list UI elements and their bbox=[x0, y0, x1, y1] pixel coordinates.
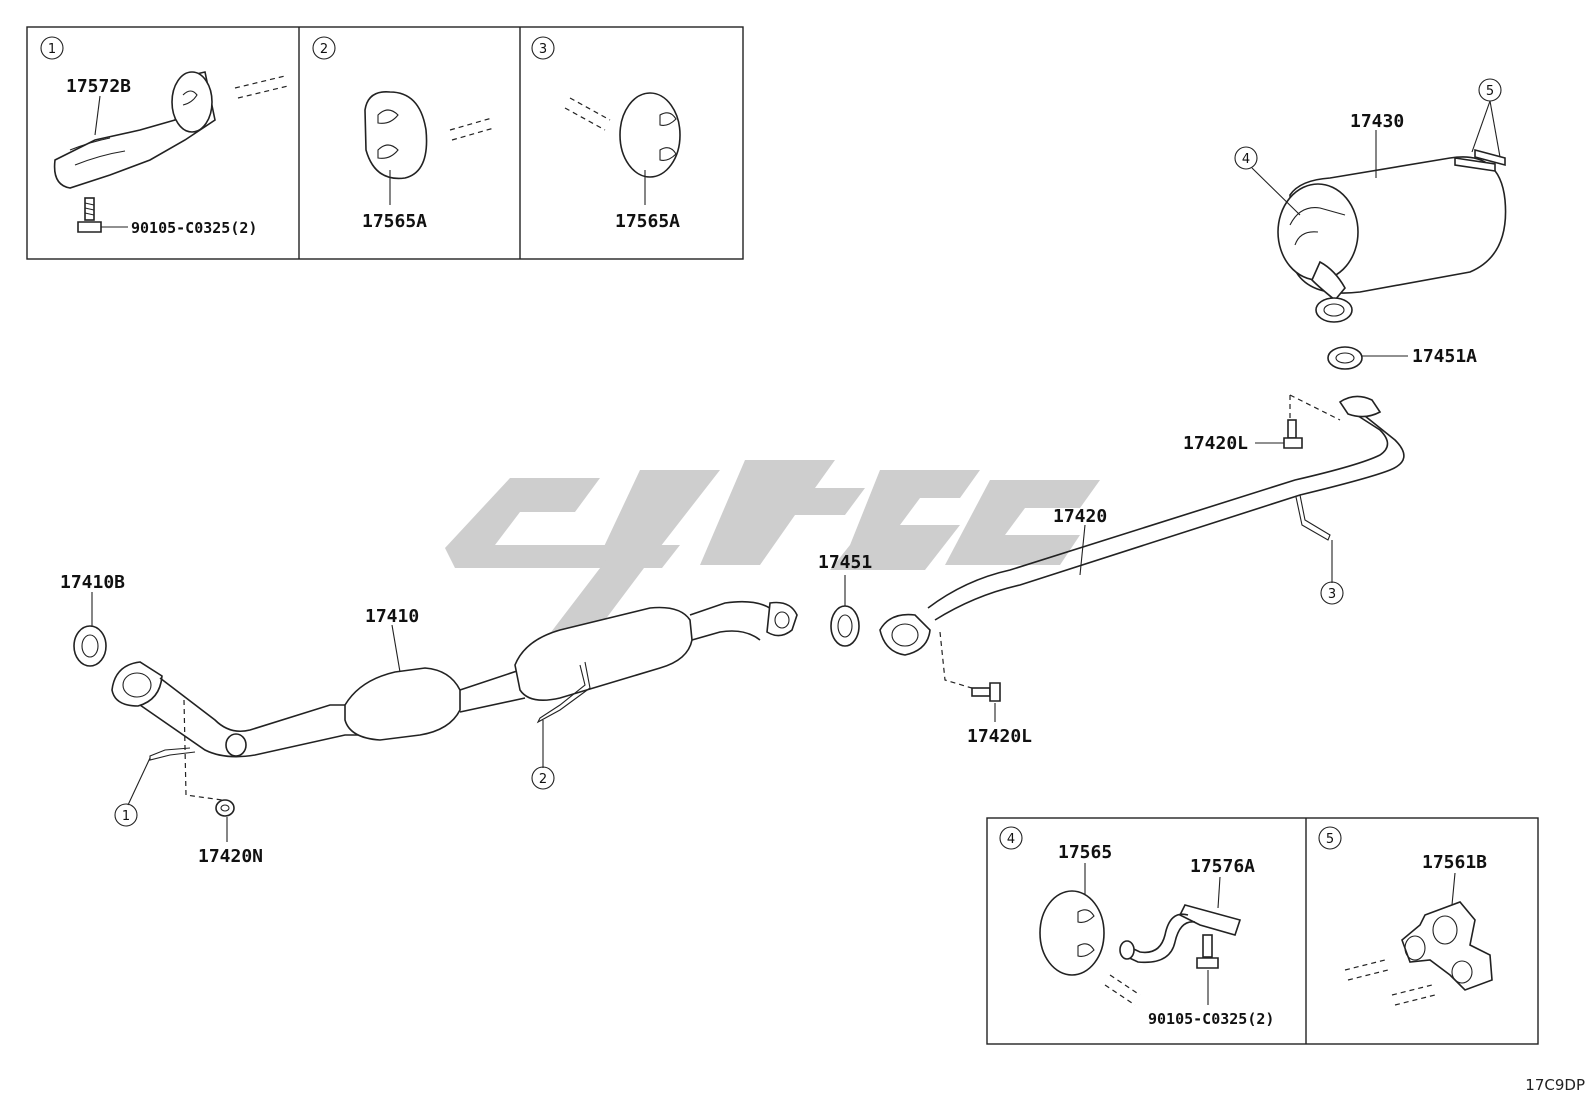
part-label: 17410B bbox=[60, 572, 125, 593]
inset-3: 3 17565A bbox=[531, 36, 681, 232]
part-label: 17561B bbox=[1422, 852, 1487, 873]
part-label: 17420N bbox=[198, 846, 263, 867]
part-label: 17451 bbox=[818, 552, 872, 573]
rubber-hanger-icon bbox=[1401, 901, 1493, 991]
part-label: 90105-C0325(2) bbox=[1148, 1010, 1274, 1028]
callout-number: 2 bbox=[320, 42, 328, 57]
inset-4: 4 17565 17576A 90105-C0325(2) bbox=[999, 826, 1274, 1028]
callout-marker bbox=[1320, 581, 1344, 605]
bracket-icon bbox=[1119, 904, 1242, 964]
callout-marker bbox=[312, 36, 336, 60]
callout-marker bbox=[1318, 826, 1342, 850]
part-label: 17451A bbox=[1412, 346, 1477, 367]
rubber-hanger-icon bbox=[171, 71, 213, 133]
gasket-icon bbox=[1327, 346, 1363, 370]
converter-icon bbox=[514, 606, 693, 701]
callout-number: 1 bbox=[122, 809, 130, 824]
rubber-hanger-icon bbox=[619, 92, 681, 178]
rubber-hanger-icon bbox=[364, 91, 428, 180]
tail-pipe bbox=[879, 395, 1405, 656]
watermark-logo bbox=[445, 460, 1100, 640]
callout-number: 4 bbox=[1242, 152, 1250, 167]
callout-marker bbox=[40, 36, 64, 60]
callout-number: 2 bbox=[539, 772, 547, 787]
part-label: 17565A bbox=[615, 211, 680, 232]
inset-panel-bottom bbox=[986, 817, 1539, 1045]
gasket-icon bbox=[73, 625, 107, 667]
nut-icon bbox=[215, 799, 235, 817]
part-label: 17420L bbox=[967, 726, 1032, 747]
bolt-icon bbox=[1196, 934, 1219, 969]
callout-number: 3 bbox=[1328, 587, 1336, 602]
part-label: 17420L bbox=[1183, 433, 1248, 454]
front-pipe-converter bbox=[111, 600, 798, 761]
rubber-hanger-icon bbox=[1039, 890, 1105, 976]
gasket-icon bbox=[830, 605, 860, 647]
inset-1: 1 17572B 90105-C0325(2) bbox=[40, 36, 289, 237]
callout-number: 5 bbox=[1486, 84, 1494, 99]
callout-marker bbox=[531, 766, 555, 790]
part-label: 17565 bbox=[1058, 842, 1112, 863]
bolt-icon bbox=[77, 197, 102, 233]
part-label: 17565A bbox=[362, 211, 427, 232]
callout-number: 5 bbox=[1326, 832, 1334, 847]
callout-marker bbox=[114, 803, 138, 827]
inset-5: 5 17561B bbox=[1318, 826, 1493, 1006]
part-label: 17420 bbox=[1053, 506, 1107, 527]
diagram-code: 17C9DP bbox=[1525, 1076, 1585, 1094]
callout-marker bbox=[1234, 146, 1258, 170]
inset-2: 2 17565A bbox=[312, 36, 495, 232]
part-label: 17576A bbox=[1190, 856, 1255, 877]
part-label: 17572B bbox=[66, 76, 131, 97]
callout-number: 1 bbox=[48, 42, 56, 57]
muffler-assembly bbox=[1277, 148, 1507, 323]
callout-marker bbox=[999, 826, 1023, 850]
callout-number: 3 bbox=[539, 42, 547, 57]
pipe-flange-icon bbox=[879, 613, 931, 656]
converter-icon bbox=[344, 667, 461, 741]
bolt-icon bbox=[971, 682, 1001, 702]
part-label: 17410 bbox=[365, 606, 419, 627]
callout-number: 4 bbox=[1007, 832, 1015, 847]
part-label: 17430 bbox=[1350, 111, 1404, 132]
inset-panel-top bbox=[26, 26, 744, 260]
part-label: 90105-C0325(2) bbox=[131, 219, 257, 237]
callout-marker bbox=[531, 36, 555, 60]
bolt-icon bbox=[1283, 419, 1303, 449]
